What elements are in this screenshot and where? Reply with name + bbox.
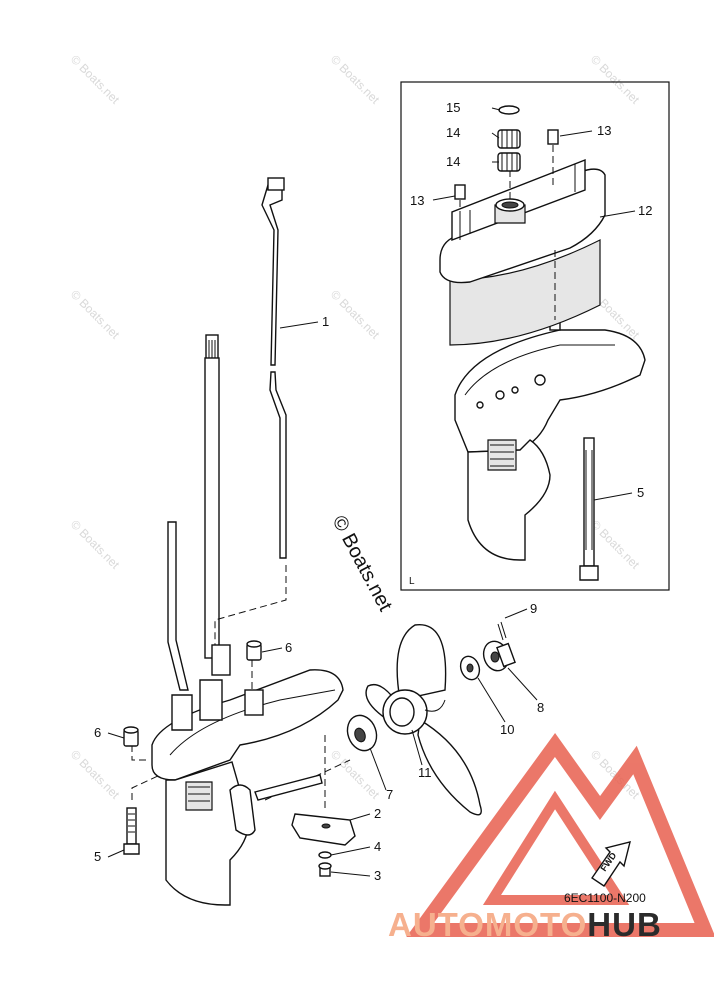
clip-15 [498,105,520,115]
watermark-center: © Boats.net [328,512,397,615]
washer-10-hole [466,663,474,673]
callout-5: 5 [637,485,644,500]
watermark-tile: © Boats.net [328,52,383,107]
guide-line [131,745,150,761]
anode-2-hole [321,823,331,829]
watermark-tiles: © Boats.net © Boats.net © Boats.net © Bo… [68,52,643,802]
brand-logo-icon [406,733,714,937]
callout-12: 12 [638,203,652,218]
watermark-tile: © Boats.net [68,517,123,572]
brand-part-hub: HUB [587,906,662,943]
drive-shaft [204,334,220,659]
callout-11: 11 [418,765,432,780]
callout-8: 8 [537,700,544,715]
callout-3: 3 [374,868,381,883]
callout-14: 14 [446,125,460,140]
propeller-11 [365,624,482,816]
callout-15: 15 [446,100,460,115]
diagram-code: 6EC1100-N200 [564,891,646,905]
cover-12 [439,129,606,346]
callout-10: 10 [500,722,514,737]
bolt-5-lower [123,807,140,855]
callout-9: 9 [530,601,537,616]
callouts: 15 14 14 13 13 12 5 1 6 6 5 7 2 4 3 11 1… [94,100,652,883]
watermark-tile: © Boats.net [68,287,123,342]
lower-casing-inset [454,317,646,561]
prop-nut-8 [482,640,516,672]
watermark-tile: © Boats.net [328,287,383,342]
callout-13: 13 [597,123,611,138]
callout-13: 13 [410,193,424,208]
guide-line [214,565,287,655]
brand-part-automoto: AUTOMOTO [388,906,587,943]
callout-5: 5 [94,849,101,864]
watermark-tile: © Boats.net [588,52,643,107]
lower-casing [151,644,344,906]
thrust-washer-7 [346,714,378,752]
callout-6: 6 [94,725,101,740]
leader-lines [107,107,636,877]
watermark-tile: © Boats.net [68,52,123,107]
guide-line [131,774,161,800]
inset-box [400,81,670,591]
callout-4: 4 [374,839,381,854]
water-tube-1 [261,177,287,559]
bolt-3 [318,862,332,877]
anode-2 [291,813,356,846]
brand-wordmark: AUTOMOTOHUB [388,906,662,943]
cotter-pin-9 [497,621,507,641]
callout-1: 1 [322,314,329,329]
watermark-tile: © Boats.net [328,747,383,802]
callout-2: 2 [374,806,381,821]
watermark-tile: © Boats.net [588,517,643,572]
callout-6: 6 [285,640,292,655]
shift-rod [167,521,189,691]
watermark-tile: © Boats.net [68,747,123,802]
callout-7: 7 [386,787,393,802]
callout-14: 14 [446,154,460,169]
washer-4 [318,851,332,859]
inset-box-label: L [409,576,415,587]
bolt-5-upper [579,437,599,581]
bearings-14 [497,129,521,172]
